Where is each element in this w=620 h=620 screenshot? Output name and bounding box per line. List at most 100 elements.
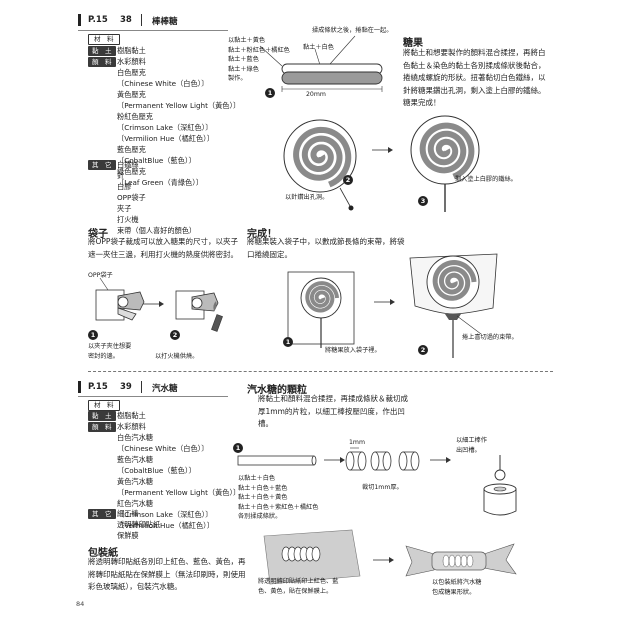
step1-dimension: 20mm [306,91,326,98]
step-number: 2 [170,330,180,340]
paint-item: 粉紅色壓克 [117,112,153,121]
other-item: 打火機 [117,215,139,224]
candy-in-bag-illustration [287,271,355,348]
other-item: OPP袋子 [117,193,146,202]
arrow-right-icon [373,557,394,563]
wrap2-note: 以包裝紙將汽水糖 包成糖果形狀。 [432,579,482,596]
header-page: P.15 [88,15,108,25]
wrap-heading: 包裝紙 [88,548,118,559]
step1-left-labels: 以黏土＋黃色 黏土＋粉紅色＋橘紅色 黏土＋藍色 黏土＋綠色 製作。 [228,37,290,82]
section-divider [88,371,553,372]
arrow-right-icon [374,299,395,305]
paint-item: 黃色汽水糖 [117,477,153,486]
bag-text: 將OPP袋子裁成可以放入糖果的尺寸，以夾子遮一夾住三邊，利用打火機的熱度供將密封… [88,237,238,259]
done-text: 將糖果裝入袋子中，以數成節長條的束帶，將袋口捲繞固定。 [247,237,405,259]
grain-left-labels: 以黏土＋白色 黏土＋白色＋藍色 黏土＋白色＋黃色 黏土＋白色＋紫紅色＋橘紅色 各… [238,475,319,520]
wrap1-note: 將透明轉印貼紙印上紅色、藍 色、黃色，貼在保鮮膜上。 [258,578,339,595]
arrow-right-icon [430,457,451,463]
bag-heading: 袋子 [88,229,108,240]
page-number: 84 [76,600,85,608]
arrow-right-icon [324,457,345,463]
grain-heading: 汽水糖的顆粒 [247,385,307,396]
header-rule [78,396,228,397]
arrow-right-icon [372,147,393,153]
header-rule [78,30,228,31]
other-tag: 其 它 [88,160,116,170]
clay-roll-illustration [259,35,383,92]
paint-item: 〔Leaf Green（青綠色）〕 [117,178,203,187]
paint-item: 〔Vermilion Hue（橘紅色）〕 [117,134,214,143]
clay-tag: 黏 土 [88,46,116,56]
clay-slices-illustration [345,447,420,471]
materials-tag: 材 料 [88,34,120,45]
header-bar [78,14,81,26]
other-list: 白鐵絲 針 白膠 OPP袋子 夾子 打火機 束帶（個人喜好的顏色） [117,159,196,236]
paint-item: 水彩顏料 [117,422,146,431]
grain-dimension: 1mm [349,439,365,446]
clay-value: 樹脂黏土 [117,46,146,55]
paint-list: 水彩顏料 白色汽水糖 〔Chinese White（白色）〕 藍色汽水糖 〔Co… [117,421,240,531]
done-heading: 完成！ [247,229,277,240]
other-tag: 其 它 [88,509,116,519]
other-list: 細工棒 透明轉印貼紙 保鮮膜 [117,508,160,541]
clay-stick-illustration [237,455,317,466]
step3-note: 剩入塗上白膠的鐵絲。 [455,176,517,183]
clay-value: 樹脂黏土 [117,411,146,420]
candy-text: 將黏土和想要製作的顏料混合揉捏，再將白色黏土＆染色的黏土各別揉成條狀後黏合，捲繞… [403,48,546,107]
lollipop-spiral-step2 [283,119,357,211]
paint-item: 白色壓克 [117,68,146,77]
step-number: 3 [418,196,428,206]
paint-item: 〔Chinese White（白色）〕 [117,444,209,453]
bag-seal-illustration-2 [175,290,223,332]
bag1-note: 以夾子夾住想要 密封的邊。 [88,343,132,360]
lollipop-with-stick-step3 [410,115,480,212]
paint-item: 〔Crimson Lake（深紅色）〕 [117,510,213,519]
paint-item: 〔Permanent Yellow Light（黃色）〕 [117,488,241,497]
header-divider [141,14,142,26]
bag2-note: 以打火機供燒。 [155,353,199,360]
paint-item: 〔Permanent Yellow Light（黃色）〕 [117,101,241,110]
other-item: 透明轉印貼紙 [117,520,161,529]
done2-note: 捲上喜切過的束帶。 [462,334,518,341]
bag-clip-illustration-1 [95,277,145,321]
other-item: 束帶（個人喜好的顏色） [117,226,197,235]
paint-item: 綠色壓克 [117,167,146,176]
paint-item: 水彩顏料 [117,57,146,66]
step-number: 1 [88,330,98,340]
other-item: 細工棒 [117,509,139,518]
grain-text: 將黏土和顏料混合揉捏，再揉成條狀＆裁切成厚1mm的片粒，以細工棒按壓凹度，作出凹… [258,394,408,428]
paint-item: 白色汽水糖 [117,433,153,442]
wrapped-candy-illustration [405,543,517,577]
header-page: P.15 [88,382,108,392]
paint-item: 紅色汽水糖 [117,499,153,508]
candy-heading: 糖果 [403,38,423,49]
paint-tag: 顏 料 [88,422,116,432]
materials-tag: 材 料 [88,400,120,411]
step-number: 1 [265,88,275,98]
other-item: 保鮮膜 [117,531,139,540]
step-number: 1 [233,443,243,453]
other-item: 白膠 [117,182,132,191]
step-number: 2 [343,175,353,185]
paint-item: 〔CobaltBlue（藍色）〕 [117,466,196,475]
arrow-right-icon [143,301,164,307]
paint-item: 〔Vermilion Hue（橘紅色）〕 [117,521,214,530]
other-item: 夾子 [117,204,132,213]
step1-top-label: 揉成條狀之後，捲黏在一起。 [312,27,393,34]
opp-bag-label: OPP袋子 [88,272,113,279]
clay-tag: 黏 土 [88,411,116,421]
step1-white-label: 黏土＋白色 [303,44,334,51]
wrap-text: 將透明轉印貼紙各別印上紅色、藍色、黃色，再將轉印貼紙貼在保鮮膜上（無法印刷時，則… [88,557,246,591]
paint-item: 〔Crimson Lake（深紅色）〕 [117,123,213,132]
paint-tag: 顏 料 [88,57,116,67]
wrapped-lollipop-illustration [409,253,498,358]
header-divider [141,381,142,393]
step-number: 2 [418,345,428,355]
header-no: 38 [120,15,132,25]
done1-note: 將糖果放入袋子裡。 [325,347,381,354]
paint-item: 黃色壓克 [117,90,146,99]
paint-item: 〔Chinese White（白色）〕 [117,79,209,88]
header-title: 汽水糖 [152,384,178,394]
header-no: 39 [120,382,132,392]
other-item: 白鐵絲 [117,160,139,169]
